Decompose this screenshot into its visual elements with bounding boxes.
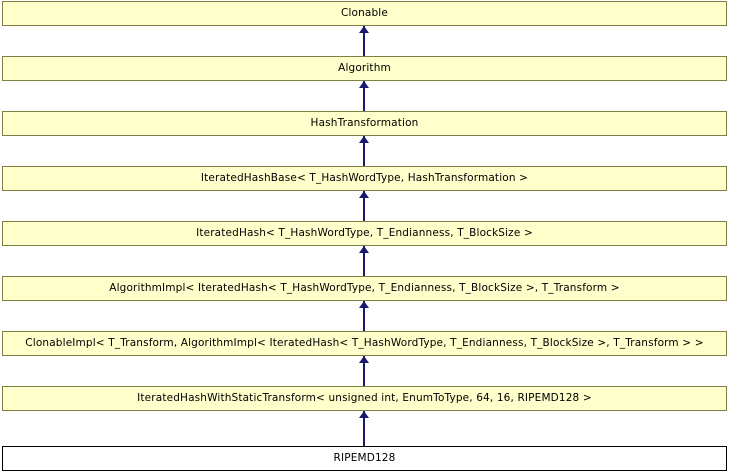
inheritance-arrow-icon — [359, 136, 369, 143]
inheritance-arrow-icon — [359, 81, 369, 88]
class-node-label: HashTransformation — [310, 117, 419, 130]
class-node-current[interactable]: RIPEMD128 — [2, 446, 727, 471]
inheritance-arrow-icon — [359, 26, 369, 33]
inheritance-arrow-icon — [359, 411, 369, 418]
class-node[interactable]: ClonableImpl< T_Transform, AlgorithmImpl… — [2, 331, 727, 356]
inheritance-arrow-icon — [359, 246, 369, 253]
inheritance-arrow-icon — [359, 301, 369, 308]
inheritance-edge — [363, 356, 365, 386]
inheritance-edge — [363, 411, 365, 446]
inheritance-edge — [363, 26, 365, 56]
class-node-label: IteratedHashWithStaticTransform< unsigne… — [137, 392, 592, 405]
class-node-label: IteratedHashBase< T_HashWordType, HashTr… — [200, 172, 529, 185]
class-node[interactable]: IteratedHashWithStaticTransform< unsigne… — [2, 386, 727, 411]
inheritance-arrow-icon — [359, 356, 369, 363]
inheritance-arrow-icon — [359, 191, 369, 198]
inheritance-edge — [363, 191, 365, 221]
class-node[interactable]: Clonable — [2, 1, 727, 26]
inheritance-edge — [363, 301, 365, 331]
class-node-label: ClonableImpl< T_Transform, AlgorithmImpl… — [25, 337, 704, 350]
class-node-label: Clonable — [340, 7, 388, 20]
class-node[interactable]: HashTransformation — [2, 111, 727, 136]
inheritance-edge — [363, 136, 365, 166]
class-node-label: Algorithm — [338, 62, 391, 75]
inheritance-edge — [363, 81, 365, 111]
class-node-label: AlgorithmImpl< IteratedHash< T_HashWordT… — [109, 282, 620, 295]
class-node-label: RIPEMD128 — [333, 452, 396, 465]
class-node[interactable]: IteratedHash< T_HashWordType, T_Endianne… — [2, 221, 727, 246]
inheritance-edge — [363, 246, 365, 276]
class-node[interactable]: Algorithm — [2, 56, 727, 81]
class-node-label: IteratedHash< T_HashWordType, T_Endianne… — [196, 227, 533, 240]
class-node[interactable]: AlgorithmImpl< IteratedHash< T_HashWordT… — [2, 276, 727, 301]
class-node[interactable]: IteratedHashBase< T_HashWordType, HashTr… — [2, 166, 727, 191]
